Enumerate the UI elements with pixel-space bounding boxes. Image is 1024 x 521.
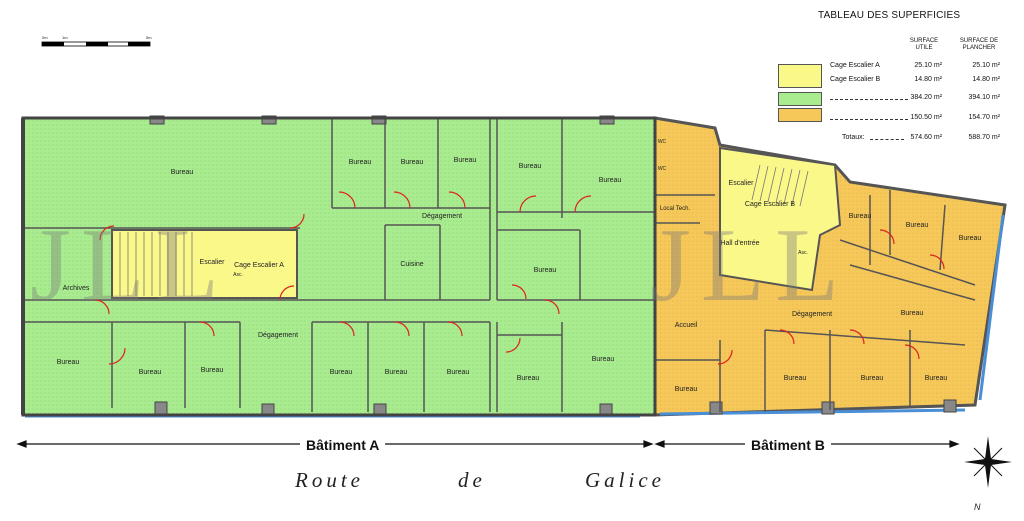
- label-bureau-19: Bureau: [925, 375, 948, 382]
- row-floor: 394.10 m²: [968, 94, 1000, 101]
- label-wc-1: WC: [658, 139, 667, 145]
- label-bureau-18: Bureau: [861, 375, 884, 382]
- compass-north: N: [974, 502, 981, 512]
- row-label: Cage Escalier A: [830, 62, 880, 69]
- door-swings: [94, 191, 945, 365]
- scale-mid: 1m: [62, 35, 68, 40]
- label-bureau-11: Bureau: [330, 369, 353, 376]
- road-word-1: Route: [295, 468, 364, 492]
- swatch-yellow: [778, 64, 822, 88]
- label-bureau-1: Bureau: [171, 169, 194, 176]
- label-degagement-1: Dégagement: [422, 213, 462, 220]
- label-batiment-a: Bâtiment A: [300, 437, 386, 453]
- label-degagement-2: Dégagement: [258, 332, 298, 339]
- row-useful: 25.10 m²: [914, 62, 942, 69]
- label-asc-a: Asc.: [233, 272, 243, 278]
- totals-floor: 588.70 m²: [968, 134, 1000, 141]
- label-degagement-3: Dégagement: [792, 311, 832, 318]
- label-bureau-6: Bureau: [599, 177, 622, 184]
- label-bureau-2: Bureau: [349, 159, 372, 166]
- table-title: TABLEAU DES SUPERFICIES: [818, 10, 961, 21]
- scale-start: 0m: [42, 35, 48, 40]
- surface-table: TABLEAU DES SUPERFICIES SURFACE UTILE SU…: [770, 8, 1020, 158]
- col-surface-utile: SURFACE UTILE: [909, 38, 939, 51]
- label-batiment-b: Bâtiment B: [745, 437, 831, 453]
- pillars: [149, 115, 957, 417]
- label-bureau-22: Bureau: [959, 235, 982, 242]
- table-row: Cage Escalier A 25.10 m² 25.10 m²: [770, 60, 1020, 88]
- label-bureau-8: Bureau: [57, 359, 80, 366]
- compass-rose-icon: N: [964, 436, 1012, 512]
- room-labels: Bureau Bureau Bureau Bureau Bureau Burea…: [57, 139, 982, 393]
- row-floor: 154.70 m²: [968, 114, 1000, 121]
- table-row: 384.20 m² 394.10 m²: [770, 92, 1020, 106]
- totals-useful: 574.60 m²: [910, 134, 942, 141]
- label-archives: Archives: [63, 285, 90, 292]
- label-bureau-5: Bureau: [519, 163, 542, 170]
- row-useful: 384.20 m²: [910, 94, 942, 101]
- label-bureau-20: Bureau: [849, 213, 872, 220]
- table-row: Cage Escalier B 14.80 m² 14.80 m²: [770, 74, 1020, 88]
- table-totals: Totaux: 574.60 m² 588.70 m²: [770, 132, 1020, 146]
- label-bureau-3: Bureau: [401, 159, 424, 166]
- label-escalier-b: Escalier: [729, 180, 755, 187]
- label-bureau-13: Bureau: [447, 369, 470, 376]
- totals-label: Totaux:: [842, 134, 865, 141]
- jll-watermark: JLL JLL: [30, 206, 849, 323]
- label-escalier-a: Escalier: [200, 259, 226, 266]
- col-surface-plancher: SURFACE DE PLANCHER: [959, 38, 999, 51]
- label-bureau-17: Bureau: [784, 375, 807, 382]
- label-cage-b: Cage Escalier B: [745, 201, 796, 208]
- row-useful: 14.80 m²: [914, 76, 942, 83]
- label-wc-2: WC: [658, 166, 667, 172]
- table-row: 150.50 m² 154.70 m²: [770, 108, 1020, 126]
- swatch-green: [778, 92, 822, 106]
- stair-a-steps: [119, 232, 193, 296]
- label-hall: Hall d'entrée: [720, 240, 759, 247]
- label-local-tech: Local Tech.: [660, 206, 691, 212]
- swatch-orange: [778, 108, 822, 122]
- scale-end: 5m: [146, 35, 152, 40]
- label-bureau-9: Bureau: [139, 369, 162, 376]
- road-word-2: de: [458, 468, 486, 492]
- cage-escalier-b: [719, 146, 842, 292]
- label-bureau-21: Bureau: [906, 222, 929, 229]
- label-bureau-15: Bureau: [592, 356, 615, 363]
- label-bureau-12: Bureau: [385, 369, 408, 376]
- label-bureau-14: Bureau: [517, 375, 540, 382]
- label-cage-a: Cage Escalier A: [234, 262, 284, 269]
- row-floor: 14.80 m²: [972, 76, 1000, 83]
- label-bureau-4: Bureau: [454, 157, 477, 164]
- road-word-3: Galice: [585, 468, 665, 492]
- watermark-text-2: JLL: [650, 206, 849, 323]
- label-bureau-16: Bureau: [675, 386, 698, 393]
- label-bureau-10: Bureau: [201, 367, 224, 374]
- watermark-text-1: JLL: [30, 206, 229, 323]
- row-label: Cage Escalier B: [830, 76, 881, 83]
- label-asc-b: Asc.: [798, 250, 808, 256]
- stair-b-steps: [751, 164, 809, 207]
- label-accueil: Accueil: [675, 322, 698, 329]
- cage-escalier-a: [111, 229, 298, 299]
- label-cuisine: Cuisine: [400, 261, 423, 268]
- label-bureau-23: Bureau: [901, 310, 924, 317]
- scale-bar: 0m 1m 5m: [41, 35, 152, 47]
- label-bureau-7: Bureau: [534, 267, 557, 274]
- row-useful: 150.50 m²: [910, 114, 942, 121]
- row-floor: 25.10 m²: [972, 62, 1000, 69]
